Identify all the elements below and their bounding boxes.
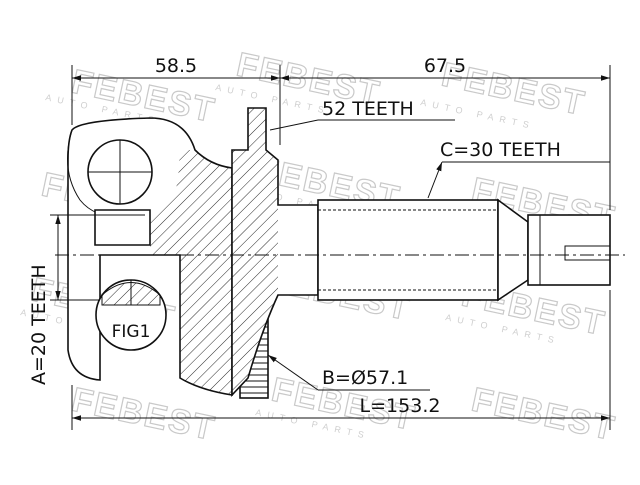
leader-abs-ring xyxy=(267,354,319,391)
dimension-lines xyxy=(50,65,611,430)
dim-label-shaft: 67.5 xyxy=(424,55,466,77)
label-inner-teeth: A=20 TEETH xyxy=(28,264,50,385)
watermark-text: FEBEST xyxy=(468,381,619,449)
spline-shaft xyxy=(317,199,499,301)
labels: 58.5 67.5 L=153.2 52 TEETH C=30 TEETH B=… xyxy=(28,55,561,417)
leader-outer-teeth xyxy=(269,119,319,131)
leader-shaft-teeth xyxy=(427,161,443,199)
label-outer-teeth: 52 TEETH xyxy=(322,98,414,120)
housing-hatch xyxy=(150,150,232,395)
ball-cage-crosshair xyxy=(88,140,152,204)
label-abs-ring: B=Ø57.1 xyxy=(322,367,408,389)
label-fig1: FIG1 xyxy=(112,322,151,342)
neck-hatch xyxy=(232,108,278,395)
dim-label-total: L=153.2 xyxy=(360,395,441,417)
tip-slot xyxy=(564,245,611,261)
dim-label-outer: 58.5 xyxy=(155,55,197,77)
cv-joint-part xyxy=(55,107,625,399)
inner-race xyxy=(94,209,151,246)
watermark-text: FEBEST xyxy=(68,381,219,449)
threaded-tip xyxy=(527,214,611,286)
label-shaft-teeth: C=30 TEETH xyxy=(440,139,561,161)
